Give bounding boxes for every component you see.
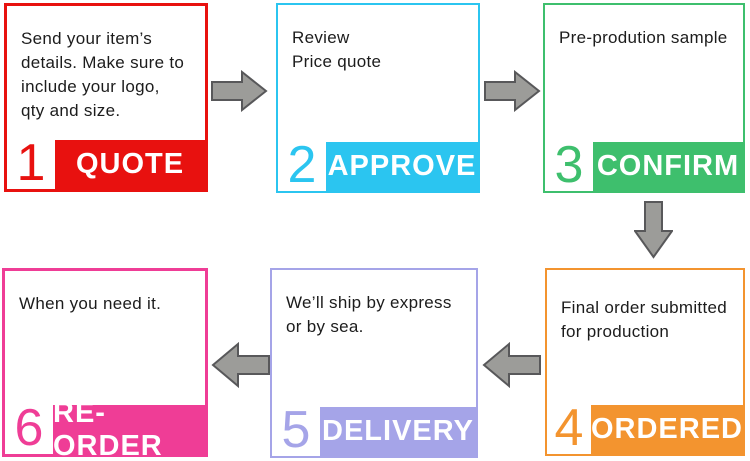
step-number: 1 — [7, 137, 55, 189]
step-label: DELIVERY — [320, 407, 476, 456]
arrow-down-icon — [634, 201, 673, 259]
arrow-right-icon — [484, 70, 541, 112]
step-box-confirm: Pre-prodution sample 3 CONFIRM — [543, 3, 745, 193]
step-footer: 6 RE-ORDER — [5, 397, 205, 461]
step-label: ORDERED — [590, 405, 743, 454]
step-label: CONFIRM — [593, 142, 743, 191]
step-footer: 3 CONFIRM — [545, 139, 743, 191]
step-number: 4 — [547, 402, 591, 454]
step-number: 6 — [5, 402, 53, 454]
step-box-reorder: When you need it. 6 RE-ORDER — [2, 268, 208, 461]
step-box-delivery: We’ll ship by express or by sea. 5 DELIV… — [270, 268, 478, 458]
arrow-left-icon — [482, 342, 541, 388]
step-footer: 2 APPROVE — [278, 139, 478, 191]
step-number: 2 — [278, 139, 326, 191]
step-box-quote: Send your item’s details. Make sure to i… — [4, 3, 208, 192]
step-label: APPROVE — [326, 142, 478, 191]
step-description: Send your item’s details. Make sure to i… — [21, 29, 185, 120]
step-footer: 5 DELIVERY — [272, 404, 476, 456]
step-box-ordered: Final order submitted for production 4 O… — [545, 268, 745, 456]
step-box-approve: Review Price quote 2 APPROVE — [276, 3, 480, 193]
step-number: 5 — [272, 404, 320, 456]
step-footer: 1 QUOTE — [7, 137, 205, 189]
step-label: RE-ORDER — [53, 397, 205, 461]
step-footer: 4 ORDERED — [547, 402, 743, 454]
arrow-right-icon — [211, 70, 268, 112]
arrow-left-icon — [211, 342, 270, 388]
step-number: 3 — [545, 139, 593, 191]
step-label: QUOTE — [55, 140, 205, 189]
step-description: Review Price quote — [292, 28, 382, 71]
step-description: Final order submitted for production — [561, 298, 727, 341]
step-description: Pre-prodution sample — [559, 28, 728, 47]
step-description: When you need it. — [19, 294, 162, 313]
step-description: We’ll ship by express or by sea. — [286, 293, 452, 336]
